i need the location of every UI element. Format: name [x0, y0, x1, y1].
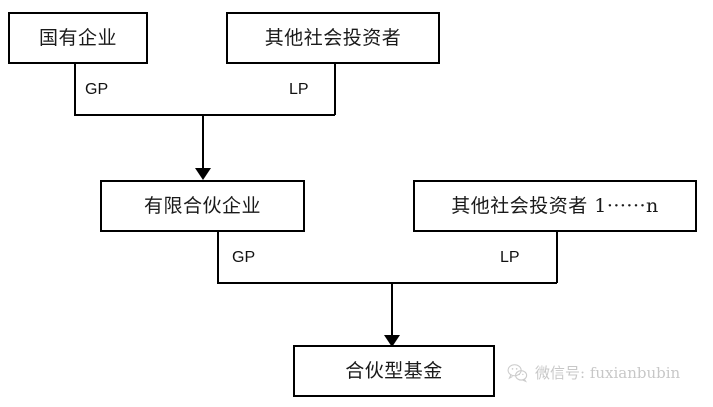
edge-label-gp-top: GP [85, 81, 109, 98]
node-other-investor-n-label: 其他社会投资者 1······n [451, 194, 659, 217]
node-other-investor-label: 其他社会投资者 [264, 26, 402, 49]
edge-lp-enterprise-to-fund [216, 232, 557, 285]
arrowhead-to-fund [384, 335, 400, 347]
node-other-investor[interactable]: 其他社会投资者 [226, 12, 440, 64]
edge-soe-to-lp-enterprise [73, 64, 335, 117]
edge-label-lp-bottom: LP [500, 249, 520, 266]
node-lp-enterprise[interactable]: 有限合伙企业 [100, 180, 305, 232]
node-other-investor-n[interactable]: 其他社会投资者 1······n [413, 180, 697, 232]
node-soe[interactable]: 国有企业 [8, 12, 148, 64]
node-lp-enterprise-label: 有限合伙企业 [143, 194, 261, 217]
node-partnership-fund[interactable]: 合伙型基金 [293, 345, 495, 397]
edge-label-lp-top: LP [289, 81, 309, 98]
node-soe-label: 国有企业 [38, 26, 117, 49]
node-partnership-fund-label: 合伙型基金 [345, 359, 443, 382]
arrowhead-to-lp-enterprise [195, 168, 211, 180]
edge-label-gp-bottom: GP [232, 249, 256, 266]
